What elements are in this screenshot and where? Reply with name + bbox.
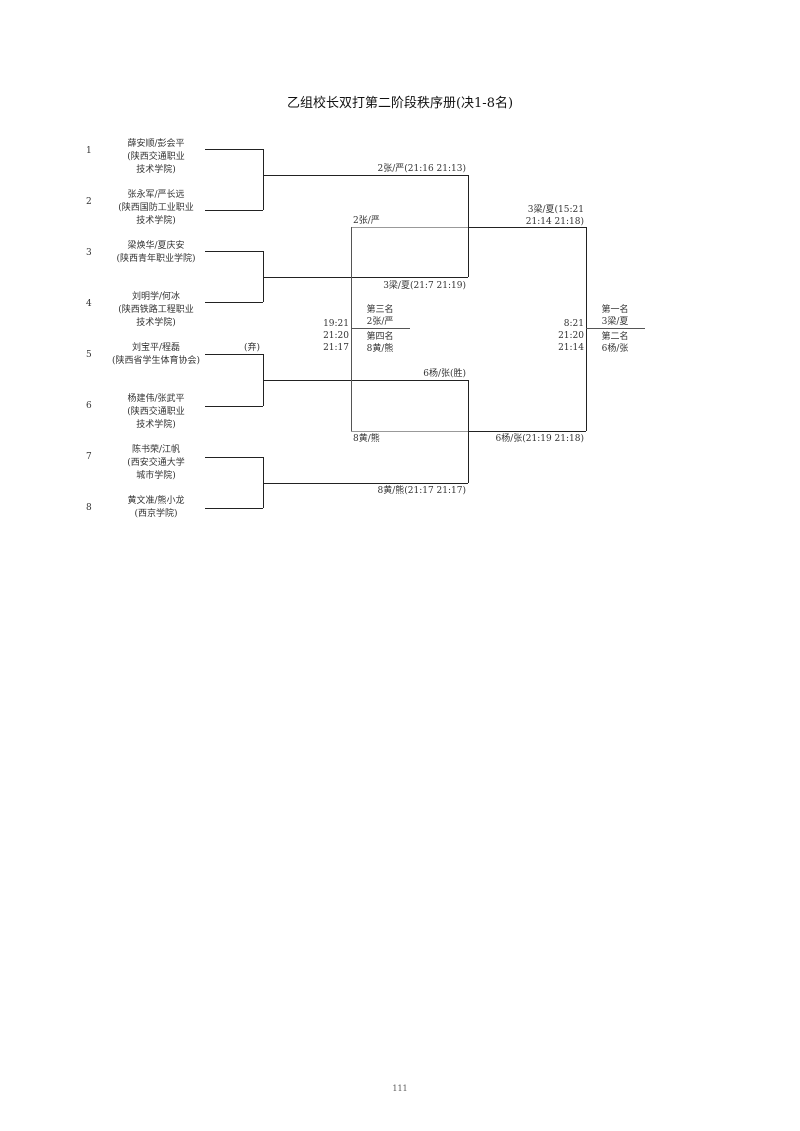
match-result: 6杨/张(胜): [423, 369, 466, 379]
rank-team: 8黄/熊: [366, 344, 394, 354]
match-result: 2张/严(21:16 21:13): [377, 164, 466, 174]
seed-number: 7: [86, 452, 92, 462]
final-line: [586, 328, 645, 329]
bracket-line: [263, 149, 264, 210]
score: 21:17: [323, 343, 349, 353]
team-players: 陈书荣/江帆: [131, 445, 181, 455]
seed-number: 8: [86, 503, 92, 513]
team-players: 梁焕华/夏庆安: [127, 241, 185, 251]
team-players: 薛安顺/彭会平: [127, 139, 185, 149]
team-name: 张永军/严长远 (陕西国防工业职业 技术学院): [86, 189, 226, 228]
team-school: (西京学院): [134, 509, 178, 519]
seed-number: 5: [86, 350, 92, 360]
bracket-line: [263, 483, 468, 484]
semifinal-result-line: 21:14 21:18): [525, 217, 584, 227]
team-school-cont: 城市学院): [136, 471, 176, 481]
rank-label: 第一名: [601, 305, 629, 315]
team-school: (陕西铁路工程职业: [118, 305, 194, 315]
third-place-line: [351, 431, 468, 432]
champion: 第一名 3梁/夏: [590, 304, 640, 328]
team-school-cont: 技术学院): [136, 216, 176, 226]
bracket-line: [205, 302, 263, 303]
bracket-line: [263, 251, 264, 302]
team-name: 薛安顺/彭会平 (陕西交通职业 技术学院): [86, 138, 226, 177]
score: 19:21: [323, 319, 349, 329]
seed-number: 4: [86, 299, 92, 309]
runner-up: 第二名 6杨/张: [590, 331, 640, 355]
team-players: 刘宝平/程磊: [131, 343, 181, 353]
bracket-line: [205, 508, 263, 509]
semifinal-result: 6杨/张(21:19 21:18): [495, 434, 584, 444]
team-name: 陈书荣/江帆 (西安交通大学 城市学院): [86, 444, 226, 483]
third-place-line: [351, 227, 352, 431]
seed-number: 3: [86, 248, 92, 258]
semifinal-result: 3梁/夏(15:21 21:14 21:18): [480, 204, 584, 228]
team-players: 刘明学/何冰: [131, 292, 181, 302]
team-name: 黄文准/熊小龙 (西京学院): [86, 495, 226, 521]
bracket-line: [205, 251, 263, 252]
team-school: (陕西交通职业: [127, 152, 185, 162]
bracket-line: [205, 149, 263, 150]
team-school: (陕西国防工业职业: [118, 203, 194, 213]
team-school-cont: 技术学院): [136, 165, 176, 175]
score: 21:14: [558, 343, 584, 353]
third-place-scores: 19:21 21:20 21:17: [310, 318, 349, 354]
team-name: 杨建伟/张武平 (陕西交通职业 技术学院): [86, 393, 226, 432]
score: 21:20: [558, 331, 584, 341]
forfeit-note: (弃): [244, 343, 261, 353]
final-scores: 8:21 21:20 21:14: [545, 318, 584, 354]
match-result: 3梁/夏(21:7 21:19): [383, 281, 466, 291]
bracket-line: [468, 227, 586, 228]
team-school-cont: 技术学院): [136, 318, 176, 328]
match-result: 8黄/熊(21:17 21:17): [377, 486, 466, 496]
fourth-place: 第四名 8黄/熊: [355, 331, 405, 355]
team-school: (陕西省学生体育协会): [111, 356, 201, 366]
page-number: 111: [392, 1084, 408, 1093]
bracket-line: [205, 457, 263, 458]
semifinal-result-line: 3梁/夏(15:21: [527, 205, 584, 215]
rank-team: 3梁/夏: [601, 317, 629, 327]
rank-label: 第三名: [366, 305, 394, 315]
bracket-line: [263, 380, 468, 381]
bracket-line: [205, 406, 263, 407]
third-place-top-team: 2张/严: [353, 216, 380, 226]
third-place-line: [351, 227, 468, 228]
page-title: 乙组校长双打第二阶段秩序册(决1-8名): [286, 96, 514, 111]
bracket-line: [468, 175, 469, 277]
team-name: 刘宝平/程磊 (陕西省学生体育协会): [86, 342, 226, 368]
bracket-line: [205, 354, 263, 355]
bracket-line: [263, 277, 468, 278]
rank-label: 第二名: [601, 332, 629, 342]
bracket-line: [263, 457, 264, 508]
seed-number: 6: [86, 401, 92, 411]
rank-team: 6杨/张: [601, 344, 629, 354]
rank-team: 2张/严: [366, 317, 394, 327]
bracket-line: [263, 175, 468, 176]
team-school: (陕西交通职业: [127, 407, 185, 417]
team-name: 刘明学/何冰 (陕西铁路工程职业 技术学院): [86, 291, 226, 330]
team-name: 梁焕华/夏庆安 (陕西青年职业学院): [86, 240, 226, 266]
third-place-winner: 第三名 2张/严: [355, 304, 405, 328]
bracket-line: [205, 210, 263, 211]
score: 8:21: [563, 319, 584, 329]
seed-number: 2: [86, 197, 92, 207]
seed-number: 1: [86, 146, 92, 156]
team-players: 黄文准/熊小龙: [127, 496, 185, 506]
team-players: 张永军/严长远: [127, 190, 185, 200]
third-place-bottom-team: 8黄/熊: [353, 434, 380, 444]
team-school: (陕西青年职业学院): [116, 254, 196, 264]
score: 21:20: [323, 331, 349, 341]
third-place-line: [351, 328, 410, 329]
team-school-cont: 技术学院): [136, 420, 176, 430]
team-players: 杨建伟/张武平: [127, 394, 185, 404]
bracket-line: [586, 227, 587, 431]
team-school: (西安交通大学: [127, 458, 185, 468]
bracket-line: [468, 431, 586, 432]
rank-label: 第四名: [366, 332, 394, 342]
